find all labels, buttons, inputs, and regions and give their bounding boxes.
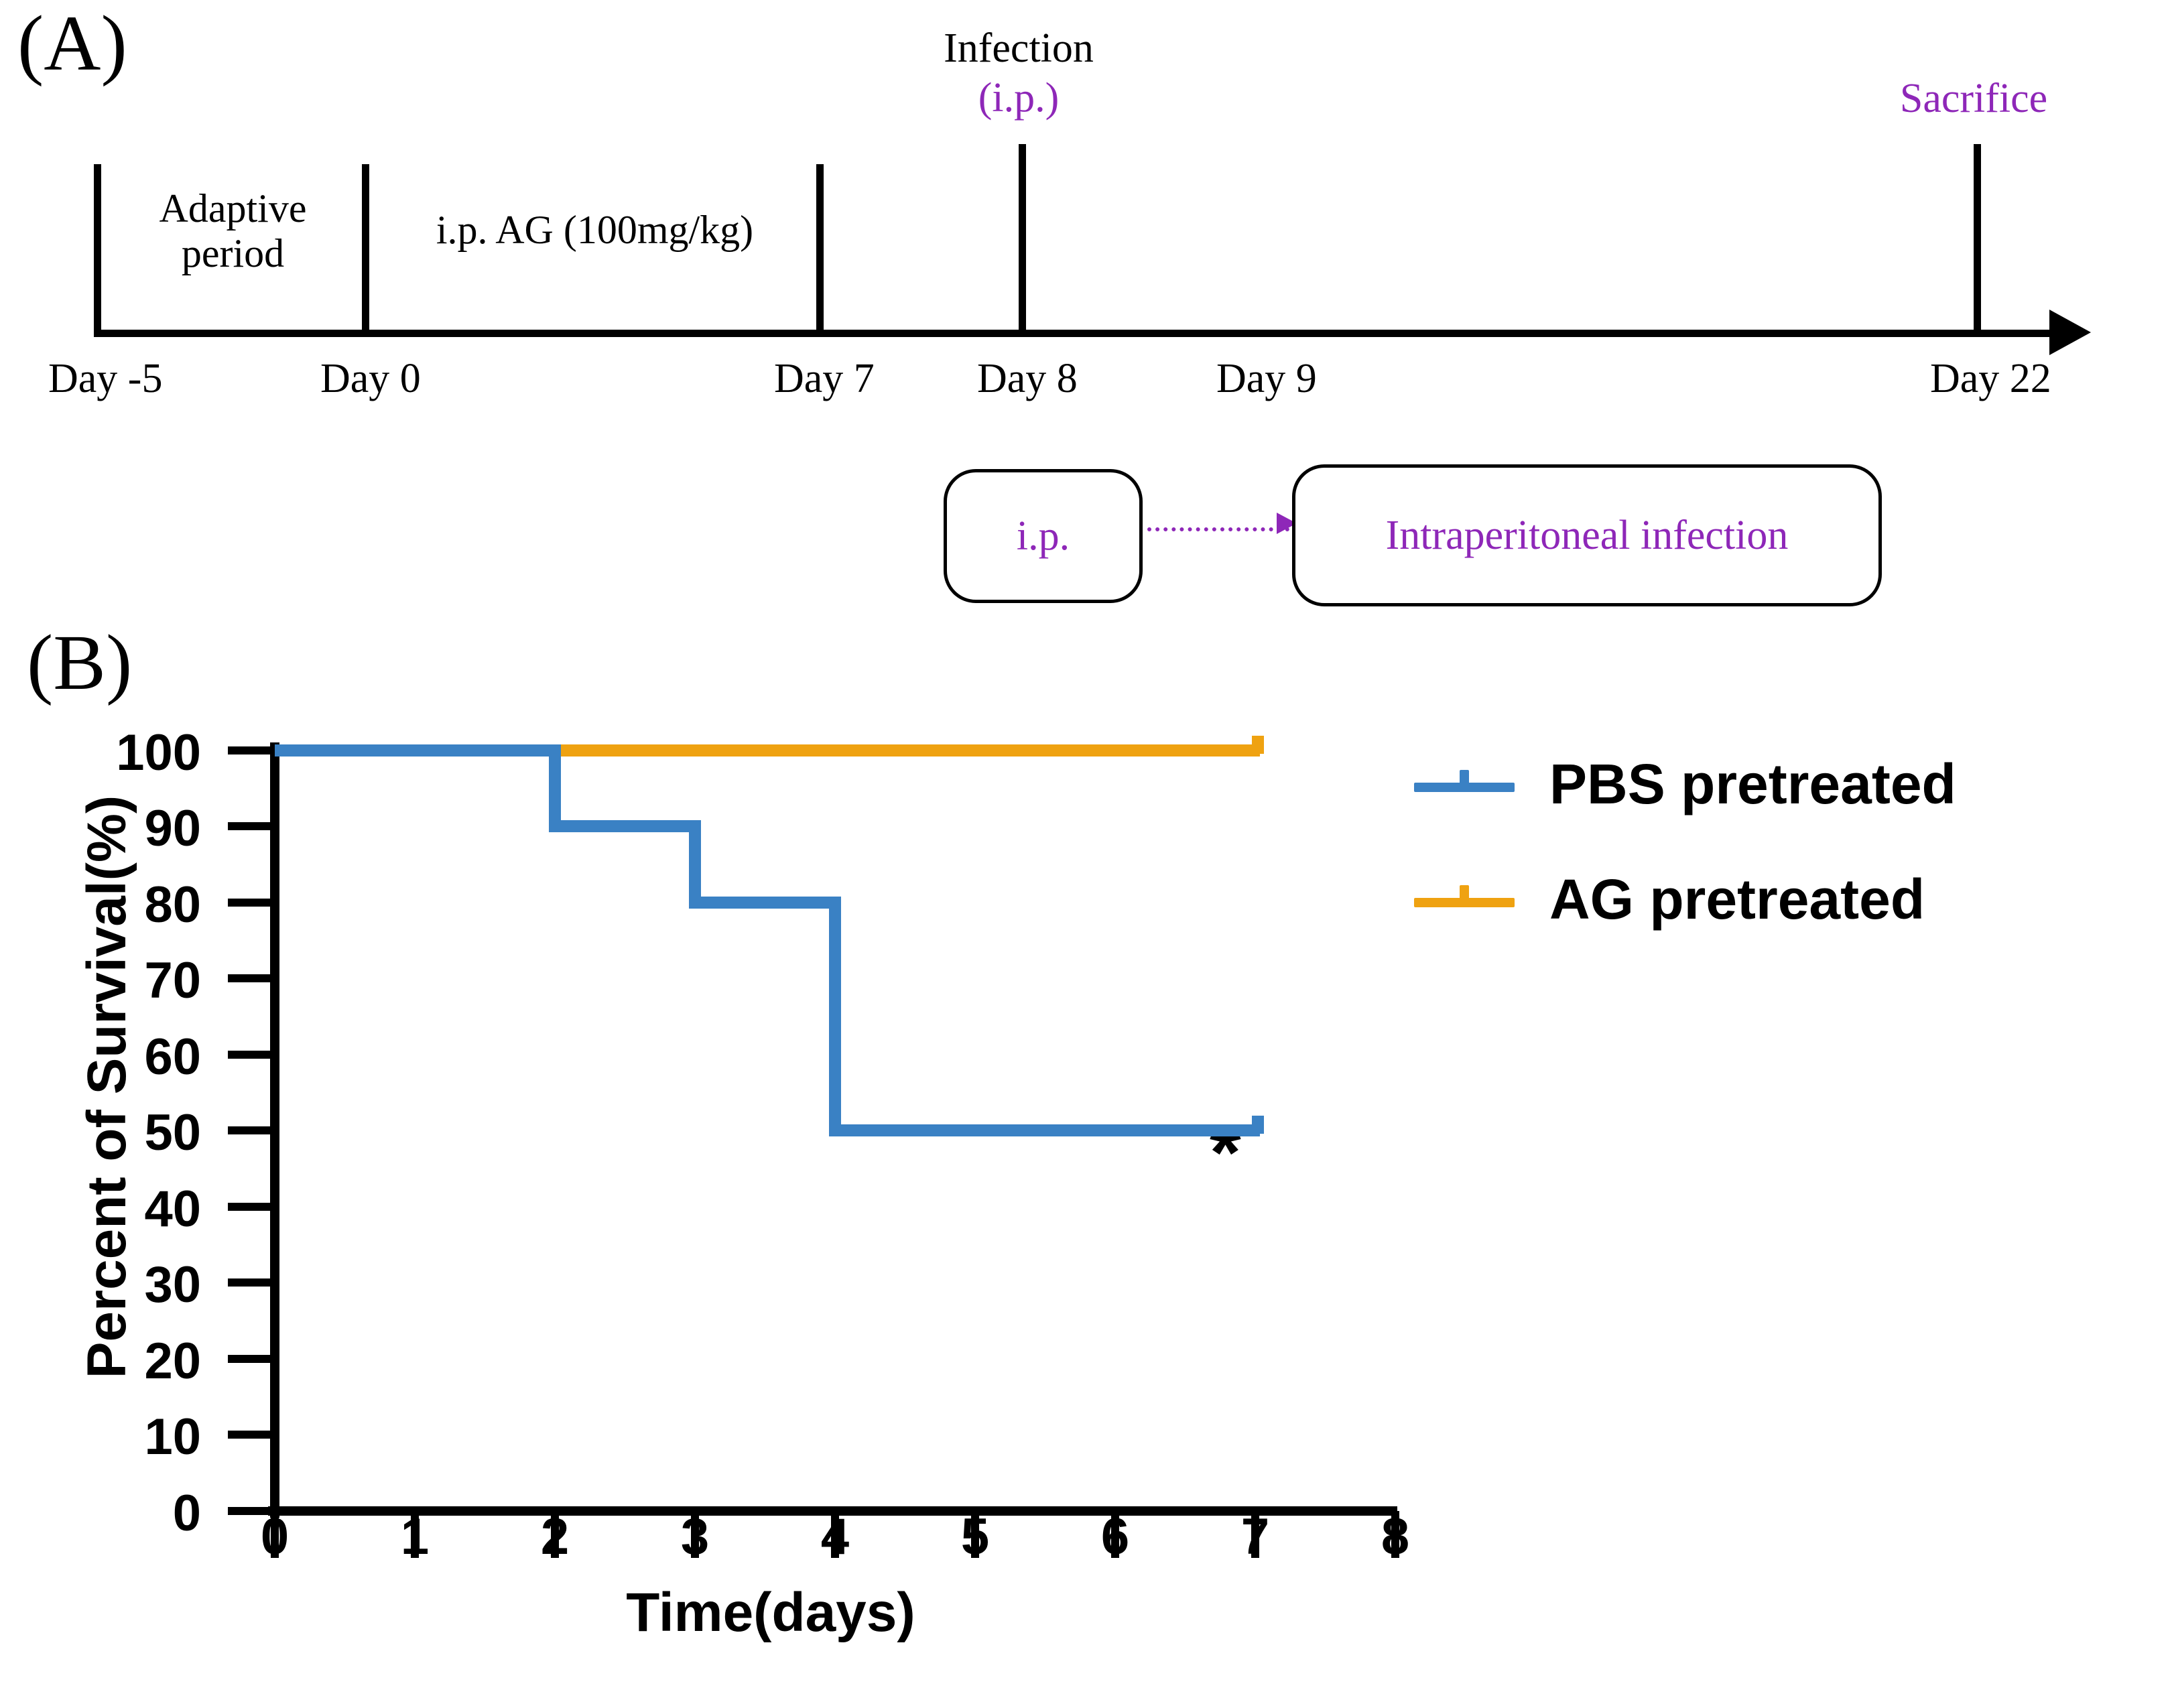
timeline-event-infection: Infection (i.p.) xyxy=(818,23,1220,123)
timeline-tick-day-0 xyxy=(362,164,369,332)
timeline-daylabel-day-8: Day 8 xyxy=(977,356,1078,401)
y-tick-label-90: 90 xyxy=(144,800,201,857)
timeline-daylabel-day-neg5: Day -5 xyxy=(48,356,163,401)
panel-a-timeline: (A) Adaptive period i.p. AG (100mg/kg) I… xyxy=(0,0,2170,616)
y-tick-label-70: 70 xyxy=(144,952,201,1009)
y-tick-label-60: 60 xyxy=(144,1029,201,1086)
key-box-infection-label: Intraperitoneal infection xyxy=(1385,512,1789,558)
y-tick-label-100: 100 xyxy=(116,724,201,781)
y-tick-label-10: 10 xyxy=(144,1408,201,1465)
timeline-tick-day-neg5 xyxy=(94,164,101,332)
key-box-ip-label: i.p. xyxy=(1016,513,1070,559)
timeline-event-infection-line1: Infection xyxy=(944,25,1094,71)
legend-marker-pbs-icon xyxy=(1414,770,1515,798)
y-tick-label-50: 50 xyxy=(144,1104,201,1161)
timeline-daylabel-day-0: Day 0 xyxy=(320,356,421,401)
chart-legend: PBS pretreated AG pretreated xyxy=(1414,744,1956,939)
timeline-daylabel-day-7: Day 7 xyxy=(774,356,875,401)
key-dotted-arrow-icon xyxy=(1147,527,1289,535)
timeline-event-sacrifice-line1: Sacrifice xyxy=(1899,76,2048,121)
key-box-ip: i.p. xyxy=(944,469,1143,603)
timeline-daylabel-day-9: Day 9 xyxy=(1216,356,1317,401)
timeline-axis xyxy=(94,330,2057,337)
timeline-tick-day-22 xyxy=(1974,144,1981,332)
timeline-tick-day-8 xyxy=(1019,144,1026,332)
legend-label-pbs-pretreated: PBS pretreated xyxy=(1549,752,1956,815)
panel-b-survival-chart: Percent of Survival(%) Time(days) 100 90… xyxy=(0,616,2170,1708)
panel-a-label: (A) xyxy=(17,0,127,87)
y-axis-ticks xyxy=(228,746,275,1515)
y-tick-label-80: 80 xyxy=(144,876,201,933)
y-tick-label-20: 20 xyxy=(144,1333,201,1390)
y-tick-label-0: 0 xyxy=(172,1485,201,1542)
timeline-event-infection-line2: (i.p.) xyxy=(978,75,1060,121)
timeline-tick-day-7 xyxy=(816,164,824,332)
timeline-arrowhead xyxy=(2049,310,2091,355)
survival-plot-canvas xyxy=(228,736,1399,1558)
x-axis-ticks xyxy=(271,1511,1399,1558)
timeline-event-sacrifice: Sacrifice xyxy=(1773,74,2170,123)
legend-item-ag-pretreated: AG pretreated xyxy=(1414,859,1956,939)
legend-item-pbs-pretreated: PBS pretreated xyxy=(1414,744,1956,824)
y-tick-label-40: 40 xyxy=(144,1181,201,1238)
y-tick-label-30: 30 xyxy=(144,1256,201,1313)
key-box-intraperitoneal-infection: Intraperitoneal infection xyxy=(1292,464,1882,606)
legend-label-ag-pretreated: AG pretreated xyxy=(1549,867,1925,931)
timeline-segment-ip-ag-dose: i.p. AG (100mg/kg) xyxy=(436,208,754,252)
timeline-key-row: i.p. Intraperitoneal infection xyxy=(0,446,2170,613)
timeline-segment-adaptive-period: Adaptive period xyxy=(159,186,307,276)
timeline-daylabel-day-22: Day 22 xyxy=(1930,356,2051,401)
legend-marker-ag-icon xyxy=(1414,885,1515,913)
x-axis-title: Time(days) xyxy=(626,1582,915,1643)
series-line-pbs-pretreated xyxy=(275,744,1260,1136)
panel-b-label: (B) xyxy=(27,618,133,706)
